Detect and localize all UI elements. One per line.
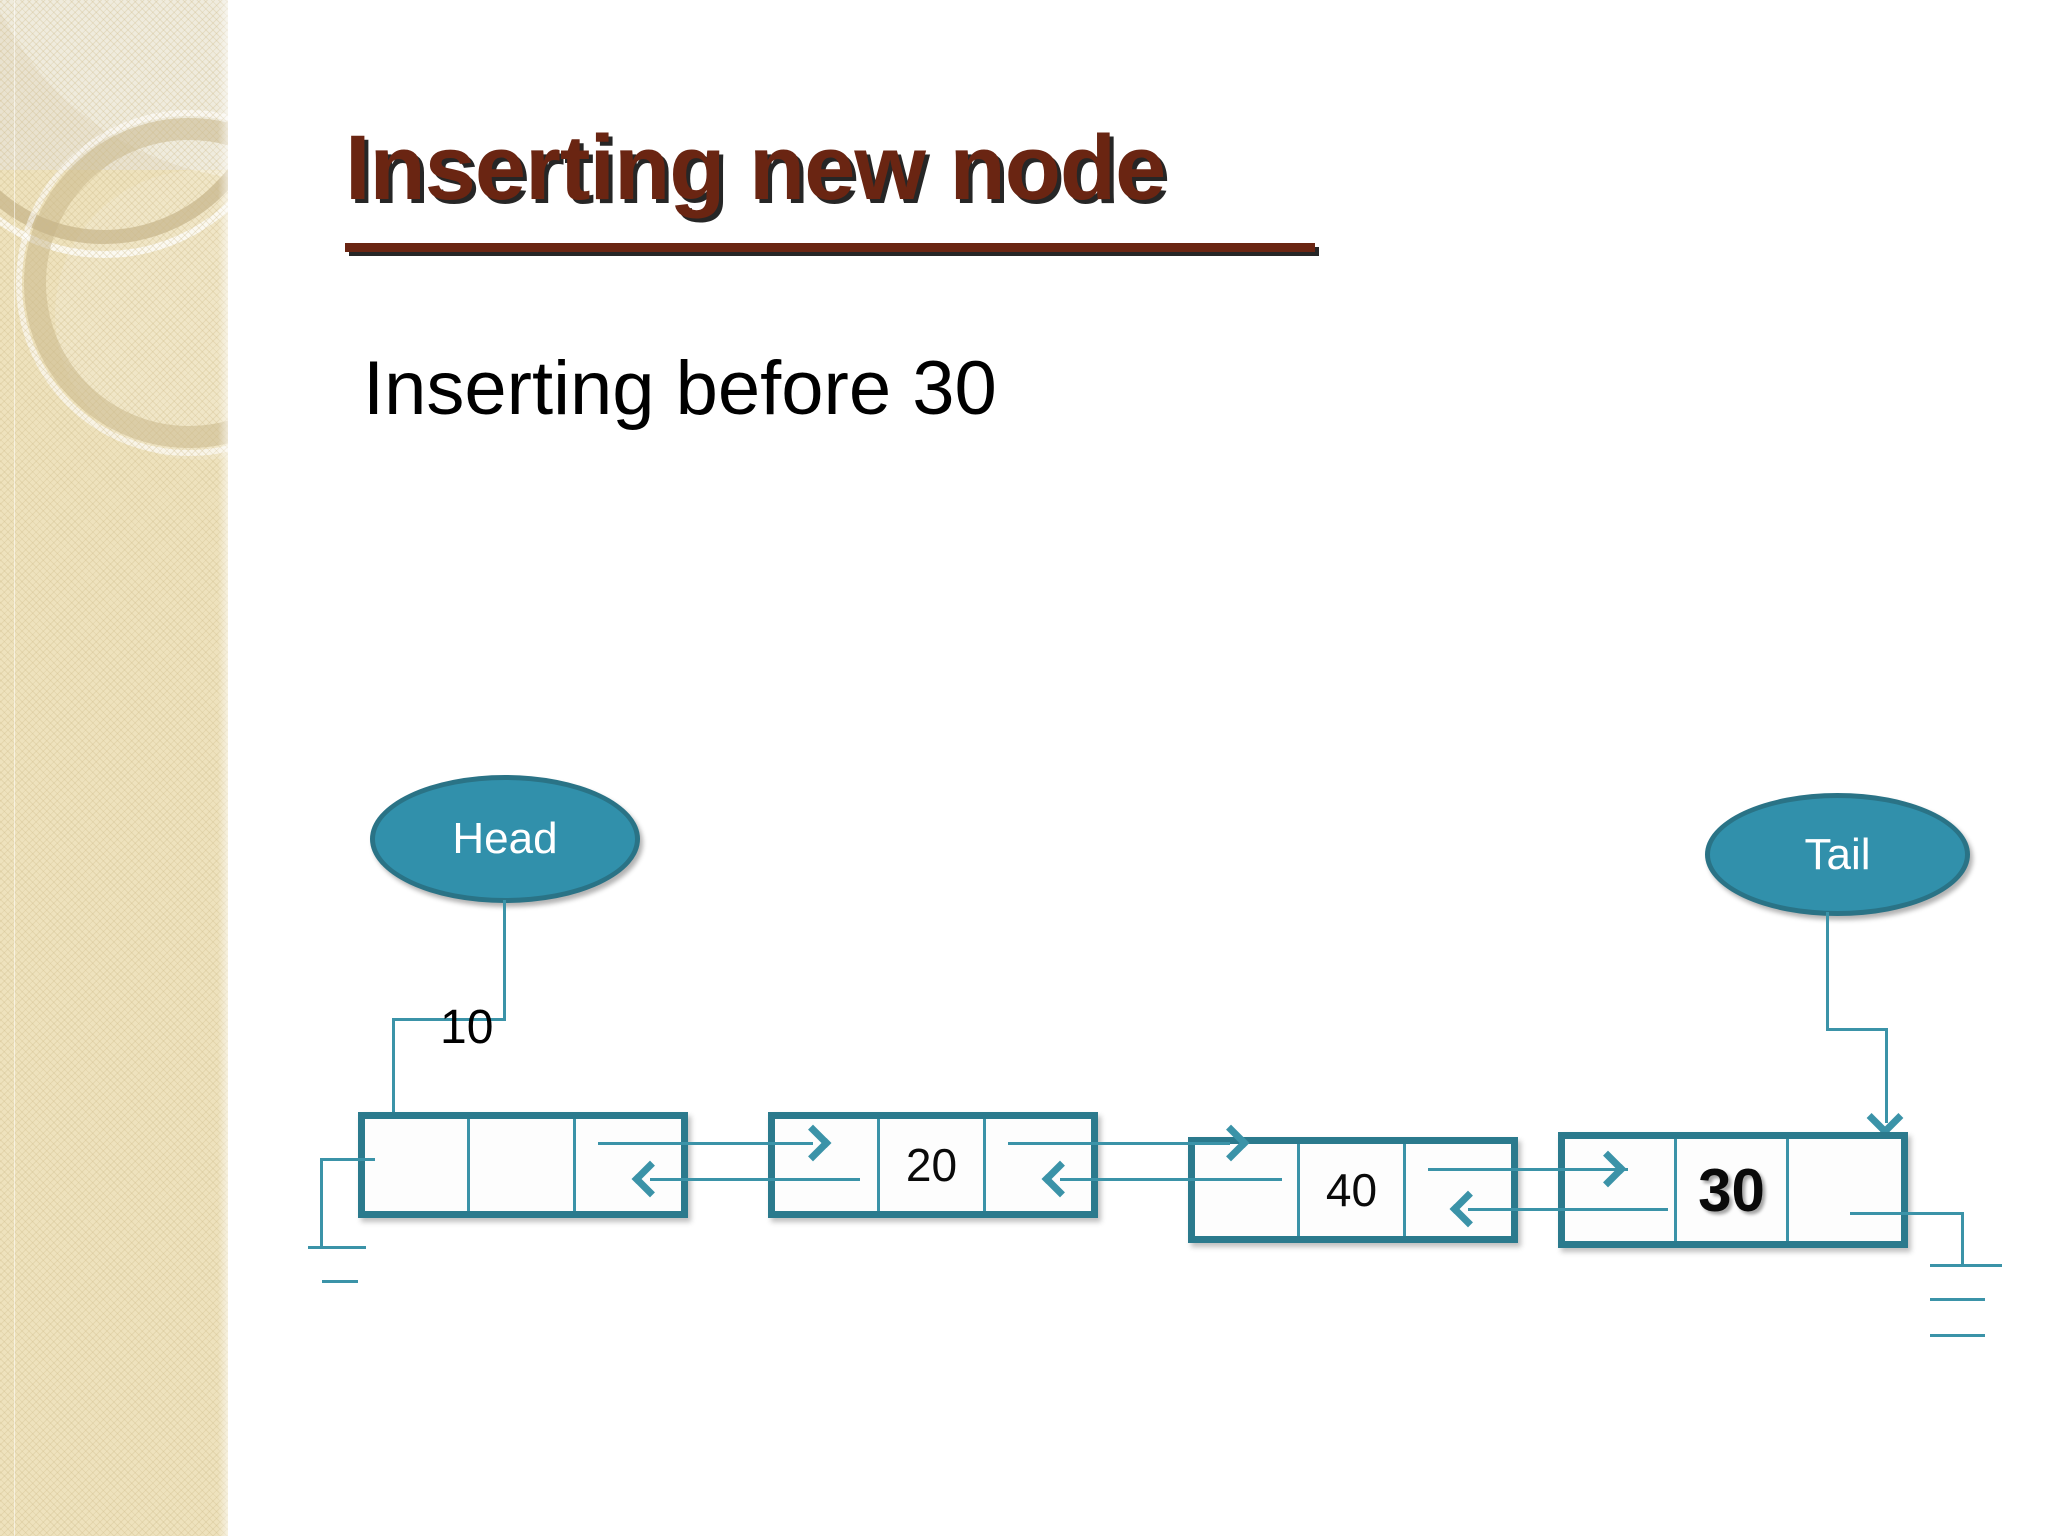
node-value-cell: [470, 1119, 576, 1211]
link-prev-line-3-2: [1468, 1208, 1668, 1211]
node-next-cell: [576, 1119, 681, 1211]
head-value-label: 10: [440, 1001, 494, 1054]
left-terminator-ground-bar-2: [322, 1280, 358, 1283]
page-title-text: Inserting new node: [345, 117, 1166, 219]
list-node: [358, 1112, 688, 1218]
right-terminator-ground-bar-2: [1930, 1298, 1985, 1301]
head-connector-segment-vertical-1: [503, 900, 506, 1020]
link-prev-line-1-0: [650, 1178, 860, 1181]
right-terminator-lead-vertical: [1961, 1212, 1964, 1267]
node-value-text: 20: [905, 1139, 958, 1191]
sidebar-vertical-rule: [14, 0, 15, 1536]
list-node: 30: [1558, 1132, 1908, 1248]
link-next-line-2-3: [1428, 1168, 1628, 1171]
node-prev-cell: [1565, 1139, 1677, 1241]
decorative-sidebar: [0, 0, 228, 1536]
right-terminator-ground-bar-1: [1930, 1264, 2002, 1267]
head-connector-segment-horizontal: [392, 1018, 506, 1021]
node-value-cell: 20: [880, 1119, 986, 1211]
tail-connector-segment-vertical-1: [1826, 912, 1829, 1030]
page-title-underline: [345, 243, 1315, 252]
sidebar-right-edge: [218, 0, 228, 1536]
node-value-cell: 40: [1300, 1144, 1406, 1236]
right-terminator-lead-horizontal: [1850, 1212, 1962, 1215]
left-terminator-lead-vertical: [320, 1158, 323, 1246]
tail-connector-segment-horizontal: [1826, 1028, 1888, 1031]
list-node: 40: [1188, 1137, 1518, 1243]
tail-pointer-node: Tail: [1705, 793, 1970, 916]
list-node: 20: [768, 1112, 1098, 1218]
node-next-cell: [1789, 1139, 1901, 1241]
head-connector-segment-vertical-2: [392, 1018, 395, 1122]
node-prev-cell: [775, 1119, 881, 1211]
tail-pointer-label: Tail: [1804, 829, 1871, 879]
tail-connector-arrowhead-icon: [1866, 1099, 1904, 1137]
right-terminator-ground-bar-3: [1930, 1334, 1985, 1337]
node-value-text: 40: [1325, 1164, 1378, 1216]
node-next-cell: [1406, 1144, 1511, 1236]
page-title: Inserting new node: [345, 122, 1345, 214]
node-prev-cell: [1195, 1144, 1301, 1236]
link-prev-line-2-1: [1060, 1178, 1282, 1181]
node-value-text: 30: [1698, 1156, 1765, 1224]
subtitle-text: Inserting before 30: [363, 346, 997, 431]
node-next-cell: [986, 1119, 1091, 1211]
head-pointer-label: Head: [452, 814, 558, 863]
link-next-line-1-2: [1008, 1142, 1230, 1145]
tail-connector-segment-vertical-2: [1885, 1028, 1888, 1123]
node-value-cell: 30: [1677, 1139, 1789, 1241]
head-pointer-node: Head: [370, 775, 640, 903]
link-next-line-0-1: [598, 1142, 813, 1145]
left-terminator-lead-horizontal: [320, 1158, 375, 1161]
node-value-text: [470, 1119, 572, 1211]
sidebar-texture: [0, 0, 228, 1536]
node-prev-cell: [365, 1119, 471, 1211]
left-terminator-ground-bar-1: [308, 1246, 366, 1249]
